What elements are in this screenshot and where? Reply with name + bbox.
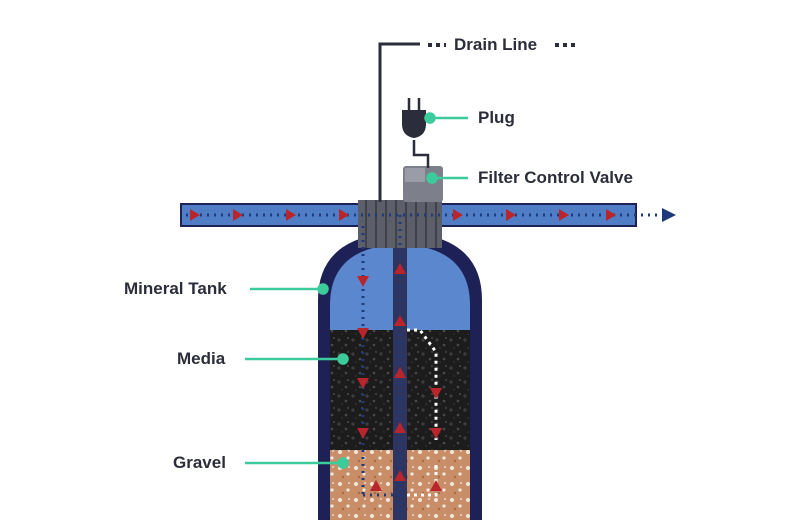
- flow-arrow: [286, 209, 296, 221]
- flow-arrow: [190, 209, 200, 221]
- mineral-tank-label: Mineral Tank: [124, 279, 227, 298]
- flow-arrow: [430, 428, 442, 439]
- flow-arrow: [357, 276, 369, 287]
- pointer-lines: [245, 112, 468, 469]
- flow-arrow: [430, 480, 442, 491]
- flow-arrow: [394, 470, 406, 481]
- flow-arrow: [233, 209, 243, 221]
- flow-arrows: [190, 209, 616, 491]
- flow-arrow: [606, 209, 616, 221]
- flow-arrow: [394, 422, 406, 433]
- flow-arrow: [506, 209, 516, 221]
- flow-arrow: [357, 378, 369, 389]
- plug-label: Plug: [478, 108, 515, 127]
- flow-arrow: [394, 263, 406, 274]
- media-label: Media: [177, 349, 226, 368]
- flow-arrow: [453, 209, 463, 221]
- flow-arrow: [430, 388, 442, 399]
- flow-arrow: [394, 367, 406, 378]
- drain-line: [378, 42, 576, 202]
- flow-arrow: [339, 209, 349, 221]
- plug-icon: [402, 98, 430, 168]
- flow-arrow: [559, 209, 569, 221]
- flow-arrow: [394, 315, 406, 326]
- flow-arrow: [357, 328, 369, 339]
- flow-arrow: [357, 428, 369, 439]
- drain-line-label: Drain Line: [454, 35, 538, 54]
- gravel-label: Gravel: [173, 453, 226, 472]
- flow-arrow: [370, 480, 382, 491]
- filter-control-valve: [403, 166, 443, 202]
- filter-control-valve-label: Filter Control Valve: [478, 168, 633, 187]
- outlet-arrow-icon: [662, 208, 676, 222]
